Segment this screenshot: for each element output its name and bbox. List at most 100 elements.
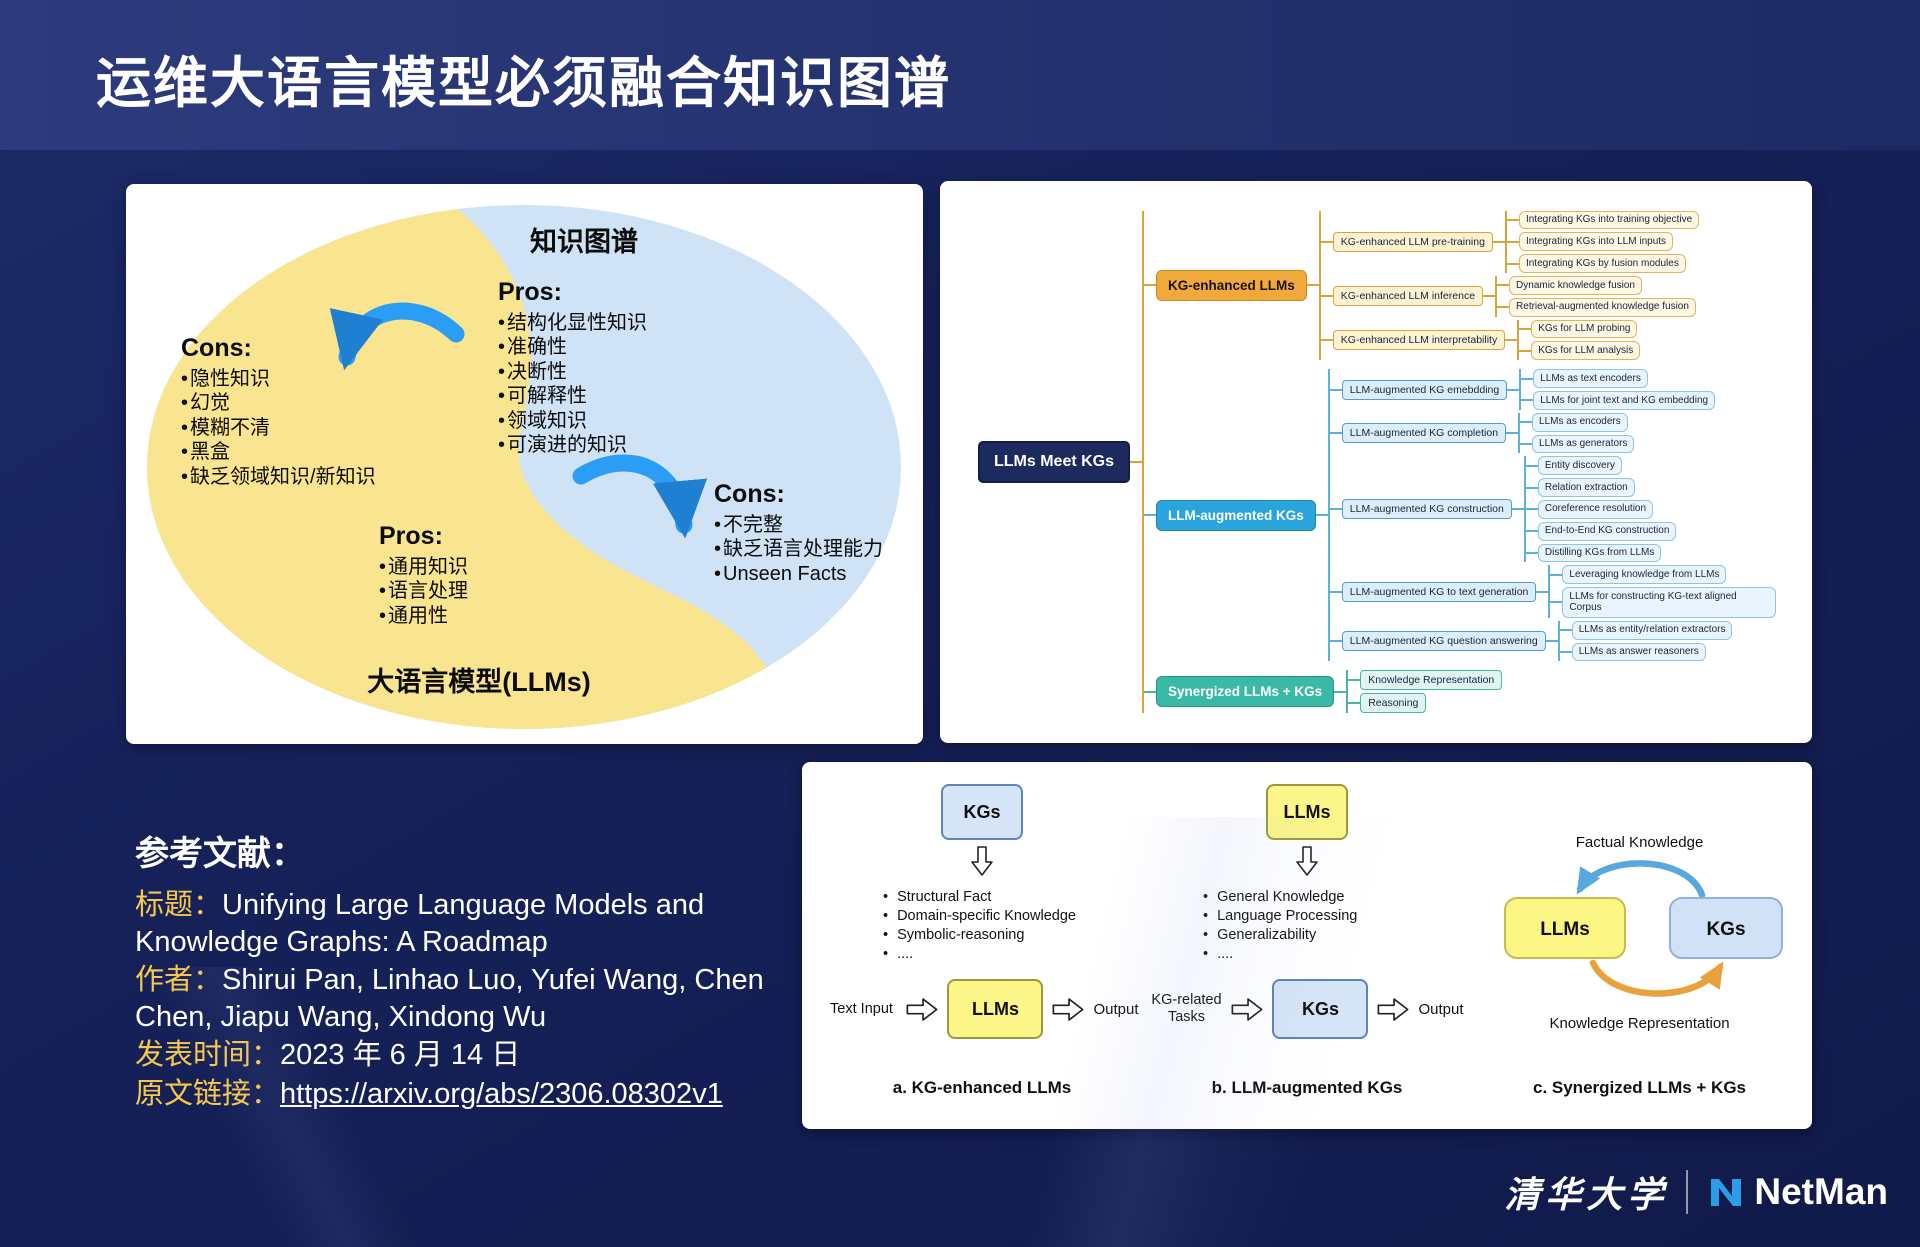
mindmap-connector	[1507, 388, 1520, 391]
down-arrow-icon	[1296, 846, 1318, 876]
list-item: 黑盒	[181, 440, 376, 464]
mindmap-branch: Synergized LLMs + KGs	[1156, 676, 1335, 708]
mindmap-connector	[1506, 219, 1519, 222]
list-item: 领域知识	[498, 409, 647, 433]
mindmap-leaf: KGs for LLM probing	[1531, 319, 1638, 339]
llm-pros-block: Pros: 通用知识 语言处理 通用性	[379, 522, 468, 628]
mindmap-leaf-group: Leveraging knowledge from LLMs	[1550, 565, 1776, 585]
paradigms-card: KGs Structural Fact Domain-specific Know…	[802, 762, 1812, 1129]
mindmap-connector	[1329, 590, 1342, 593]
mindmap-connector	[1550, 601, 1563, 604]
kg-cons-block: Cons: 不完整 缺乏语言处理能力 Unseen Facts	[714, 480, 883, 586]
mindmap-subbranch-group: LLM-augmented KG completion LLMs as encod…	[1329, 412, 1777, 454]
mindmap-leaf-group: Retrieval-augmented knowledge fusion	[1497, 297, 1696, 317]
kgs-box: KGs	[1272, 979, 1369, 1039]
mindmap-connector	[1144, 514, 1157, 517]
footer-brand: 清华大学 NetMan	[1504, 1166, 1888, 1218]
reference-label: 作者：	[135, 964, 223, 997]
mindmap-branches: KG-enhanced LLMs KG-enhanced LLM pre-trai…	[1142, 210, 1777, 714]
kgs-box	[1668, 897, 1783, 959]
reference-link-line: 原文链接：https://arxiv.org/abs/2306.08302v1	[135, 1076, 845, 1113]
mindmap-connector	[1505, 338, 1518, 341]
mindmap-subbranch: Reasoning	[1360, 693, 1427, 714]
list-item: 模糊不清	[181, 416, 376, 440]
mindmap-connector	[1320, 295, 1333, 298]
paradigm-a-flow: Text Input LLMs Output	[825, 979, 1139, 1039]
mindmap-connector	[1483, 295, 1496, 298]
reference-label: 发表时间：	[135, 1039, 281, 1072]
netman-n-icon	[1711, 1179, 1742, 1206]
list-item: Generalizability	[1203, 927, 1357, 943]
mindmap-connector	[1559, 629, 1572, 632]
mindmap-subbranch: LLM-augmented KG to text generation	[1341, 581, 1537, 602]
reference-value: Unifying Large Language Models and Knowl…	[135, 889, 705, 958]
mindmap-connector	[1525, 508, 1538, 511]
kgs-box: KGs	[941, 784, 1023, 840]
mindmap-leaf: End-to-End KG construction	[1537, 521, 1677, 541]
mindmap-connector	[1559, 650, 1572, 653]
list-item: 隐性知识	[181, 367, 376, 391]
down-arrow-icon	[971, 846, 993, 876]
mindmap-leaf: LLMs as text encoders	[1533, 369, 1648, 388]
list-item: Structural Fact	[883, 889, 1076, 905]
mindmap-branch-group: KG-enhanced LLMs KG-enhanced LLM pre-trai…	[1144, 210, 1776, 361]
reference-label: 原文链接：	[135, 1077, 281, 1110]
mindmap-leaf: Entity discovery	[1537, 456, 1622, 476]
mindmap-connector	[1348, 702, 1361, 705]
mindmap-subbranch: KG-enhanced LLM inference	[1332, 286, 1484, 307]
mindmap-subbranch: LLM-augmented KG completion	[1341, 423, 1507, 444]
mindmap-leaf: LLMs for joint text and KG embedding	[1533, 391, 1716, 410]
mindmap-leaf-group: KGs for LLM probing	[1519, 319, 1640, 339]
mindmap-leaf-group: Entity discovery	[1525, 456, 1677, 476]
llm-cons-list: 隐性知识 幻觉 模糊不清 黑盒 缺乏领域知识/新知识	[181, 367, 376, 489]
reference-label: 标题：	[135, 889, 223, 921]
mindmap-leaf: LLMs as generators	[1532, 434, 1635, 454]
mindmap-connector	[1144, 690, 1157, 693]
mindmap-subbranch: LLM-augmented KG construction	[1341, 499, 1512, 520]
mindmap-connector	[1545, 640, 1558, 643]
llms-box-label: LLMs	[1540, 919, 1590, 940]
paradigm-b: LLMs General Knowledge Language Processi…	[1151, 784, 1464, 1114]
mindmap-branch: KG-enhanced LLMs	[1156, 269, 1307, 301]
mindmap-subbranch-group: LLM-augmented KG to text generation Lever…	[1329, 565, 1777, 618]
mindmap-connector	[1511, 508, 1524, 511]
swap-arrow-bottom-icon	[572, 454, 708, 539]
kg-side-title: 知识图谱	[530, 227, 638, 257]
llm-pros-heading: Pros:	[379, 522, 443, 550]
mindmap-branch-group: Synergized LLMs + KGs Knowledge Represent…	[1144, 670, 1776, 714]
right-arrow-icon	[1053, 997, 1084, 1021]
synergy-diagram: LLMs KGs	[1503, 860, 1783, 997]
paradigm-a-bullets: Structural Fact Domain-specific Knowledg…	[883, 886, 1076, 965]
mindmap-leaf-group: LLMs for constructing KG-text aligned Co…	[1550, 587, 1777, 618]
mindmap-leaf-group: Coreference resolution	[1525, 499, 1677, 519]
mindmap-branch: LLM-augmented KGs	[1156, 499, 1316, 531]
paradigm-a-caption: a. KG-enhanced LLMs	[892, 1078, 1072, 1097]
llm-cons-block: Cons: 隐性知识 幻觉 模糊不清 黑盒 缺乏领域知识/新知识	[181, 334, 376, 489]
mindmap-leaf-group: Dynamic knowledge fusion	[1497, 276, 1696, 295]
mindmap-connector	[1521, 377, 1534, 380]
arxiv-link[interactable]: https://arxiv.org/abs/2306.08302v1	[280, 1077, 723, 1110]
llm-cons-heading: Cons:	[181, 334, 252, 362]
mindmap-leaf: Integrating KGs into training objective	[1518, 210, 1700, 230]
kg-cons-heading: Cons:	[714, 480, 785, 508]
output-label: Output	[1418, 1000, 1464, 1018]
mindmap-leaf-group: LLMs as generators	[1520, 434, 1635, 454]
mindmap-connector	[1550, 573, 1563, 576]
input-label: KG-related Tasks	[1151, 992, 1222, 1025]
mindmap-subbranch: Knowledge Representation	[1360, 670, 1503, 691]
mindmap-leaf: Integrating KGs by fusion modules	[1518, 254, 1686, 274]
paradigm-a: KGs Structural Fact Domain-specific Know…	[830, 784, 1139, 1114]
mindmap-connector	[1306, 284, 1319, 287]
list-item: 结构化显性知识	[498, 311, 647, 335]
